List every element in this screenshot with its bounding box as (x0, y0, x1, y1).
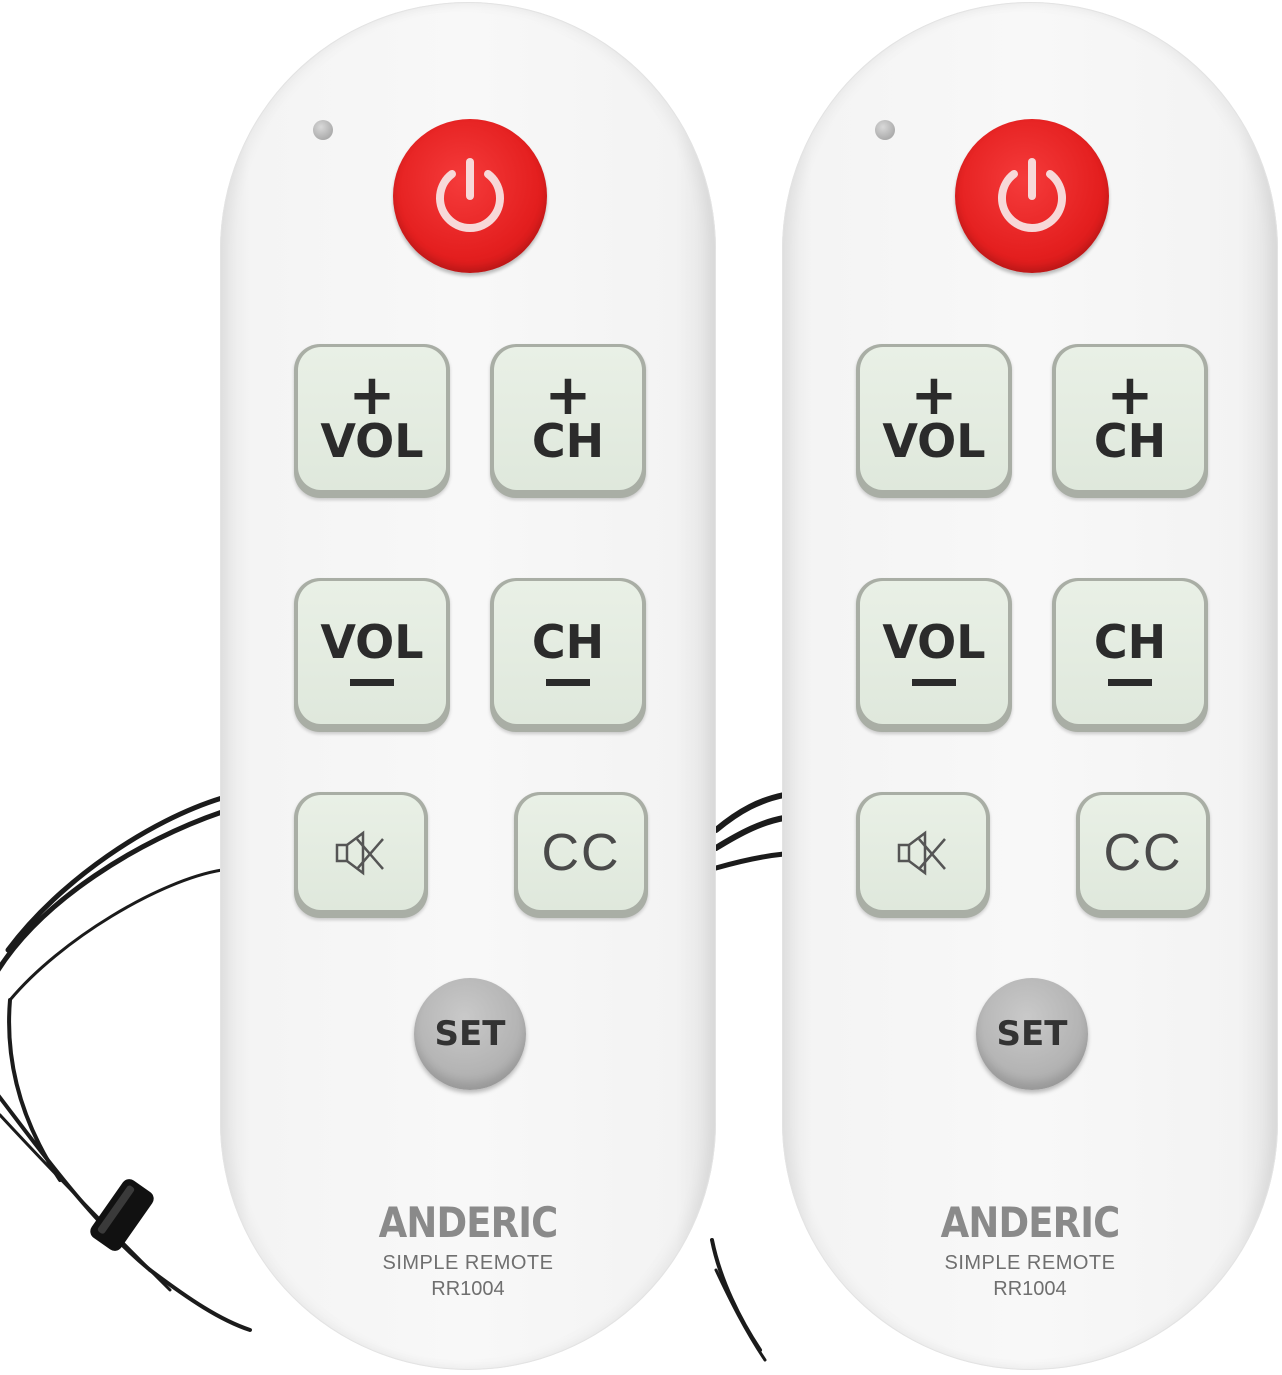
channel-down-button[interactable]: CH (490, 578, 646, 732)
volume-label: VOL (320, 615, 424, 669)
cord-stopper (90, 1179, 154, 1251)
power-button[interactable] (393, 119, 547, 273)
volume-down-button[interactable]: VOL (294, 578, 450, 732)
remote-control-right: + VOL + CH VOL CH (782, 2, 1278, 1370)
channel-label: CH (531, 615, 605, 669)
minus-sign (350, 679, 394, 686)
plus-sign: + (910, 362, 958, 428)
channel-up-button[interactable]: + CH (490, 344, 646, 498)
channel-down-button[interactable]: CH (1052, 578, 1208, 732)
volume-label: VOL (882, 615, 986, 669)
volume-up-button[interactable]: + VOL (856, 344, 1012, 498)
channel-label: CH (1093, 615, 1167, 669)
mute-icon (897, 830, 946, 875)
closed-caption-button[interactable]: CC (514, 792, 648, 918)
channel-label: CH (1093, 413, 1167, 468)
power-icon (436, 158, 504, 232)
cc-label: CC (541, 823, 621, 882)
closed-caption-button[interactable]: CC (1076, 792, 1210, 918)
set-label: SET (434, 1014, 506, 1054)
cc-label: CC (1103, 823, 1183, 882)
minus-sign (1108, 679, 1152, 686)
plus-sign: + (348, 362, 396, 428)
mute-icon (335, 830, 384, 875)
model-number: RR1004 (431, 1278, 505, 1300)
volume-label: VOL (320, 413, 424, 468)
minus-sign (912, 679, 956, 686)
mute-button[interactable] (294, 792, 428, 918)
set-label: SET (996, 1014, 1068, 1054)
volume-up-button[interactable]: + VOL (294, 344, 450, 498)
set-button[interactable]: SET (976, 978, 1088, 1090)
channel-up-button[interactable]: + CH (1052, 344, 1208, 498)
product-line-text: SIMPLE REMOTE (944, 1252, 1116, 1274)
plus-sign: + (544, 362, 592, 428)
volume-down-button[interactable]: VOL (856, 578, 1012, 732)
power-icon (998, 158, 1066, 232)
brand-logo-text: ANDERIC (940, 1198, 1121, 1247)
volume-label: VOL (882, 413, 986, 468)
plus-sign: + (1106, 362, 1154, 428)
product-line-text: SIMPLE REMOTE (382, 1252, 554, 1274)
indicator-led (875, 120, 895, 140)
model-number: RR1004 (993, 1278, 1067, 1300)
set-button[interactable]: SET (414, 978, 526, 1090)
power-button[interactable] (955, 119, 1109, 273)
brand-logo-text: ANDERIC (378, 1198, 559, 1247)
remote-control-left: + VOL + CH VOL CH (220, 2, 716, 1370)
minus-sign (546, 679, 590, 686)
indicator-led (313, 120, 333, 140)
channel-label: CH (531, 413, 605, 468)
mute-button[interactable] (856, 792, 990, 918)
